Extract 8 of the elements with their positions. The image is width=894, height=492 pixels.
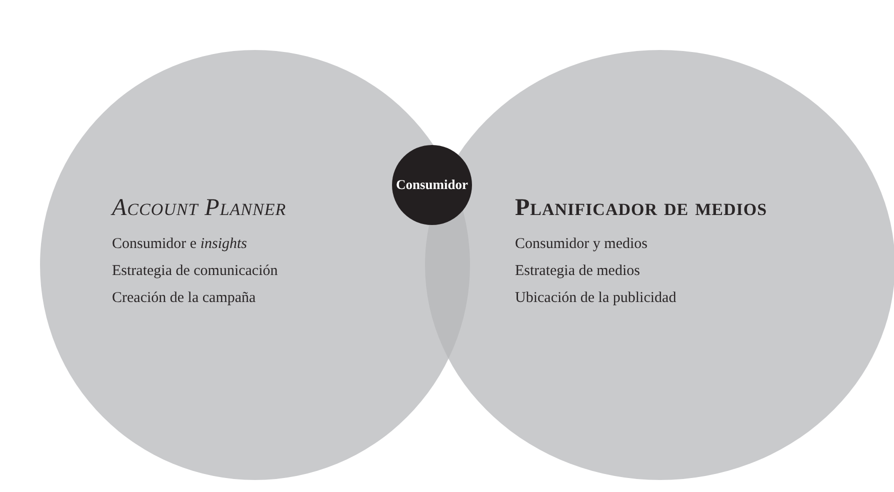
circle-heading: Account Planner [112,195,286,222]
list-item: Consumidor y medios [515,236,648,253]
list-item: Ubicación de la publicidad [515,290,676,307]
list-item: Consumidor e insights [112,236,248,253]
list-item: Estrategia de medios [515,263,640,280]
list-item: Estrategia de comunicación [112,263,278,280]
circle-heading: Planificador de medios [515,195,768,222]
list-item: Creación de la campaña [112,290,256,307]
